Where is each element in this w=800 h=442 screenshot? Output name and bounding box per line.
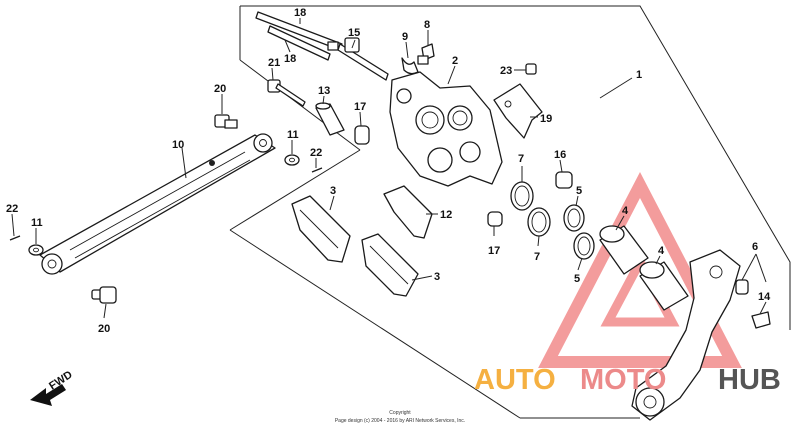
callout-3-lower: 3	[434, 271, 440, 283]
clip-14	[751, 311, 771, 329]
callout-20-bottom: 20	[98, 323, 110, 335]
callout-1: 1	[636, 69, 642, 81]
callout-22-left: 22	[6, 203, 18, 215]
callout-15: 15	[348, 27, 360, 39]
callout-20-top: 20	[214, 83, 226, 95]
callout-7-lower: 7	[534, 251, 540, 263]
pin-bolt	[337, 37, 389, 81]
washer-right	[284, 154, 300, 166]
callout-10: 10	[172, 139, 184, 151]
callout-17-bottom: 17	[488, 245, 500, 257]
callout-5-lower: 5	[574, 273, 580, 285]
watermark-hub: HUB	[718, 364, 781, 396]
caliper-body	[389, 71, 503, 187]
seal-7-lower	[527, 207, 551, 237]
copyright-line2: Page design (c) 2004 - 2016 by ARI Netwo…	[335, 418, 465, 424]
boot-17-bottom	[487, 211, 503, 227]
boot-17-top	[354, 125, 370, 145]
pin-6	[735, 279, 749, 295]
clip-9	[401, 57, 419, 75]
bleeder-8	[417, 43, 435, 65]
bolt-top	[214, 114, 238, 129]
watermark-text: AUTO MOTO HUB	[474, 364, 781, 396]
callout-13: 13	[318, 85, 330, 97]
seal-5-upper	[563, 204, 585, 232]
callout-21: 21	[268, 57, 280, 69]
cotter-pin-left	[9, 235, 21, 241]
callout-16: 16	[554, 149, 566, 161]
callout-17-top: 17	[354, 101, 366, 113]
callout-8: 8	[424, 19, 430, 31]
callout-12: 12	[440, 209, 452, 221]
bolt-bottom	[91, 286, 117, 304]
callout-4-lower: 4	[658, 245, 665, 257]
bolt-21	[267, 79, 306, 107]
piston-upper	[599, 225, 649, 275]
callout-9: 9	[402, 31, 408, 43]
callout-23: 23	[500, 65, 512, 77]
callout-6: 6	[752, 241, 758, 253]
callout-7-upper: 7	[518, 153, 524, 165]
brake-pad-upper	[291, 195, 351, 263]
copyright: Copyright Page design (c) 2004 - 2016 by…	[335, 410, 465, 424]
callout-4-upper: 4	[622, 205, 629, 217]
callout-19: 19	[540, 113, 552, 125]
callout-11-left: 11	[31, 217, 43, 229]
washer-left	[28, 244, 44, 256]
callout-5-upper: 5	[576, 185, 582, 197]
pin-rods	[255, 11, 343, 61]
callout-2: 2	[452, 55, 458, 67]
cap-16	[555, 171, 573, 189]
bolt-23	[525, 63, 537, 75]
callout-18-bottom: 18	[284, 53, 296, 65]
watermark-auto: AUTO	[474, 364, 556, 396]
assembly-boundary	[229, 5, 791, 419]
bracket-19	[493, 83, 543, 139]
copyright-line1: Copyright	[389, 410, 411, 416]
callouts: 1 2 3 3 4 4 5 5 6 7 7 8 9 10 11 11 12 13…	[6, 7, 771, 335]
cotter-pin-right	[311, 167, 323, 173]
sleeve-13	[315, 102, 345, 136]
seal-7-upper	[510, 181, 534, 211]
callout-14: 14	[758, 291, 771, 303]
pad-spring-12	[383, 185, 433, 239]
brake-pad-lower	[361, 233, 419, 297]
callout-18-top: 18	[294, 7, 306, 19]
torque-arm	[39, 133, 276, 275]
caliper-bracket	[631, 249, 741, 421]
callout-22-right: 22	[310, 147, 322, 159]
callout-11-right: 11	[287, 129, 299, 141]
fwd-arrow: FWD	[30, 369, 75, 406]
leader-lines	[11, 18, 767, 319]
piston-lower	[639, 261, 689, 311]
watermark-moto: MOTO	[580, 364, 666, 396]
seal-5-lower	[573, 232, 595, 260]
callout-3-upper: 3	[330, 185, 336, 197]
